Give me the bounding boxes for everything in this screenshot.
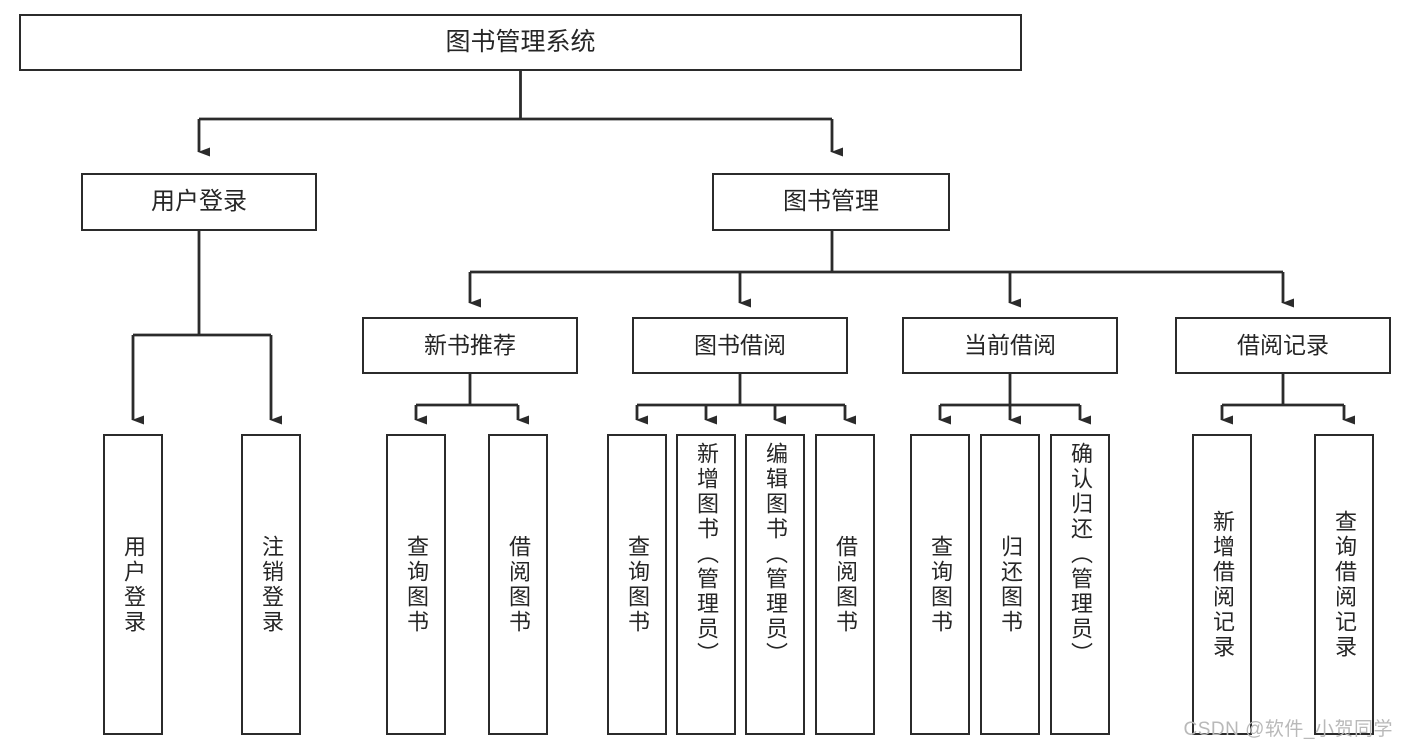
leaf-user-login-login[interactable]: 用户登录: [103, 434, 163, 735]
node-book-borrow[interactable]: 图书借阅: [632, 317, 848, 374]
node-book-management-label: 图书管理: [783, 187, 879, 215]
node-current-borrow-label: 当前借阅: [964, 331, 1056, 358]
node-borrow-record-label: 借阅记录: [1237, 331, 1329, 358]
leaf-current-confirm-return-admin-label: 确认归还（管理员）: [1068, 442, 1093, 667]
leaf-record-query-record-label: 查询借阅记录: [1332, 509, 1357, 660]
leaf-record-add-record[interactable]: 新增借阅记录: [1192, 434, 1252, 735]
leaf-current-return-book[interactable]: 归还图书: [980, 434, 1040, 735]
node-new-book-recommend-label: 新书推荐: [424, 331, 516, 358]
node-book-management[interactable]: 图书管理: [712, 173, 950, 231]
leaf-new-book-borrow-label: 借阅图书: [506, 534, 531, 635]
node-user-login[interactable]: 用户登录: [81, 173, 317, 231]
leaf-current-query-book-label: 查询图书: [928, 534, 953, 635]
leaf-borrow-add-book-admin[interactable]: 新增图书（管理员）: [676, 434, 736, 735]
leaf-borrow-query-book-label: 查询图书: [625, 534, 650, 635]
leaf-record-add-record-label: 新增借阅记录: [1210, 509, 1235, 660]
csdn-watermark: CSDN @软件_小贺同学: [1183, 719, 1393, 740]
leaf-borrow-edit-book-admin[interactable]: 编辑图书（管理员）: [745, 434, 805, 735]
node-borrow-record[interactable]: 借阅记录: [1175, 317, 1391, 374]
leaf-user-login-logout-label: 注销登录: [259, 534, 284, 635]
node-book-borrow-label: 图书借阅: [694, 331, 786, 358]
leaf-borrow-borrow-book[interactable]: 借阅图书: [815, 434, 875, 735]
leaf-current-return-book-label: 归还图书: [998, 534, 1023, 635]
leaf-user-login-login-label: 用户登录: [121, 534, 146, 635]
leaf-borrow-edit-book-admin-label: 编辑图书（管理员）: [763, 442, 788, 667]
node-root-book-management-system[interactable]: 图书管理系统: [19, 14, 1022, 71]
leaf-user-login-logout[interactable]: 注销登录: [241, 434, 301, 735]
leaf-current-confirm-return-admin[interactable]: 确认归还（管理员）: [1050, 434, 1110, 735]
leaf-new-book-query-label: 查询图书: [404, 534, 429, 635]
node-current-borrow[interactable]: 当前借阅: [902, 317, 1118, 374]
leaf-borrow-borrow-book-label: 借阅图书: [833, 534, 858, 635]
leaf-new-book-query[interactable]: 查询图书: [386, 434, 446, 735]
leaf-new-book-borrow[interactable]: 借阅图书: [488, 434, 548, 735]
leaf-current-query-book[interactable]: 查询图书: [910, 434, 970, 735]
leaf-borrow-query-book[interactable]: 查询图书: [607, 434, 667, 735]
leaf-borrow-add-book-admin-label: 新增图书（管理员）: [694, 442, 719, 667]
node-new-book-recommend[interactable]: 新书推荐: [362, 317, 578, 374]
node-user-login-label: 用户登录: [151, 187, 247, 215]
node-root-label: 图书管理系统: [445, 27, 596, 56]
leaf-record-query-record[interactable]: 查询借阅记录: [1314, 434, 1374, 735]
